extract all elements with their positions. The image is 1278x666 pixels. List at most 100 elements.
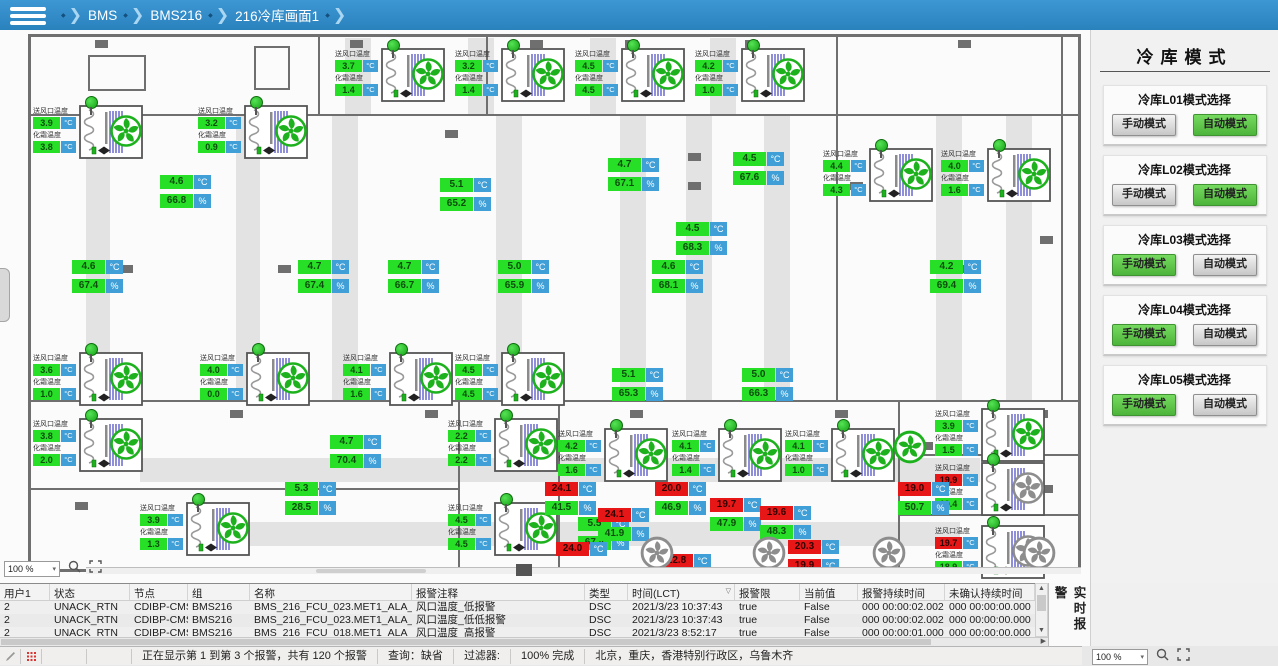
status-indicator-icon xyxy=(85,96,98,115)
alarm-row[interactable]: 2UNACK_RTNCDIBP-CMS...BMS216BMS_216_FCU_… xyxy=(0,627,1035,637)
breadcrumb-item[interactable]: BMS216 xyxy=(150,7,203,23)
pen-icon[interactable] xyxy=(0,648,21,664)
alarm-cell: False xyxy=(804,614,830,626)
alarm-cell: DSC xyxy=(589,614,612,626)
column-header[interactable]: 当前值 xyxy=(800,584,858,600)
fan-on-icon xyxy=(604,428,668,482)
map-zoom-level-select[interactable]: 100 %▾ xyxy=(4,561,60,577)
column-header[interactable]: 名称 xyxy=(250,584,412,600)
defrost-temp-label: 化霜温度 xyxy=(455,75,483,82)
table-horizontal-scrollbar[interactable]: ▶ xyxy=(0,637,1048,646)
sensor-value: 4.2 xyxy=(930,260,963,274)
supply-temp-label: 送风口温度 xyxy=(455,355,490,362)
auto-mode-button[interactable]: 自动模式 xyxy=(1193,394,1257,416)
auto-mode-button[interactable]: 自动模式 xyxy=(1193,114,1257,136)
auto-mode-button[interactable]: 自动模式 xyxy=(1193,184,1257,206)
hamburger-menu-icon[interactable] xyxy=(10,4,46,28)
manual-mode-button[interactable]: 手动模式 xyxy=(1112,324,1176,346)
realtime-alarm-tab[interactable]: 实时报警 xyxy=(1048,583,1090,646)
fan-on-icon xyxy=(501,48,565,102)
sensor-value: 4.7 xyxy=(608,158,641,172)
scrollbar-thumb[interactable] xyxy=(1,639,931,645)
alarm-cell: BMS216 xyxy=(192,627,233,637)
column-header[interactable]: 类型 xyxy=(585,584,628,600)
celsius-unit: °C xyxy=(646,368,663,382)
statusbar-spacer xyxy=(87,648,132,664)
unit-drawing xyxy=(981,462,1045,516)
corner-zoom-controls: 100 %▾ xyxy=(1092,648,1190,666)
alarm-cell: 2 xyxy=(4,601,10,613)
supply-temp-label: 送风口温度 xyxy=(695,51,730,58)
manual-mode-button[interactable]: 手动模式 xyxy=(1112,394,1176,416)
alarm-cell: CDIBP-CMS... xyxy=(134,627,188,637)
alarm-row[interactable]: 2UNACK_RTNCDIBP-CMS...BMS216BMS_216_FCU_… xyxy=(0,601,1035,614)
column-header[interactable]: 时间(LCT)▽ xyxy=(628,584,735,600)
fit-screen-icon[interactable] xyxy=(89,560,102,578)
scrollbar-thumb[interactable] xyxy=(316,569,426,573)
fit-screen-icon[interactable] xyxy=(1177,648,1190,666)
sensor-value: 4.7 xyxy=(388,260,421,274)
sort-indicator-icon: ▽ xyxy=(725,588,731,595)
status-indicator-icon xyxy=(387,39,400,58)
defrost-temp-label: 化霜温度 xyxy=(935,489,963,496)
manual-mode-button[interactable]: 手动模式 xyxy=(1112,184,1176,206)
column-header[interactable]: 组 xyxy=(188,584,250,600)
alarm-cell: CDIBP-CMS... xyxy=(134,614,188,626)
status-indicator-icon xyxy=(724,419,737,438)
sensor-value: 4.7 xyxy=(298,260,331,274)
magnifier-icon[interactable] xyxy=(68,560,81,578)
supply-temp-label: 送风口温度 xyxy=(200,355,235,362)
collapsed-panel-handle[interactable] xyxy=(0,268,10,322)
unit-drawing xyxy=(987,148,1051,202)
fan-on-icon xyxy=(741,48,805,102)
unit-drawing xyxy=(494,418,558,472)
column-header[interactable]: 未确认持续时间 xyxy=(945,584,1035,600)
percent-unit: % xyxy=(319,501,336,515)
wall xyxy=(28,114,320,116)
scroll-up-icon[interactable]: ▲ xyxy=(1038,585,1045,592)
celsius-unit: °C xyxy=(332,260,349,274)
scrollbar-knob[interactable] xyxy=(516,564,532,576)
column-header[interactable]: 报警持续时间 xyxy=(858,584,945,600)
red-dots-icon[interactable] xyxy=(21,648,42,664)
column-header[interactable]: 用户1 xyxy=(0,584,50,600)
celsius-unit: °C xyxy=(226,141,241,153)
column-header[interactable]: 报警注释 xyxy=(412,584,585,600)
manual-mode-button[interactable]: 手动模式 xyxy=(1112,114,1176,136)
alarm-row[interactable]: 2UNACK_RTNCDIBP-CMS...BMS216BMS_216_FCU_… xyxy=(0,614,1035,627)
column-header[interactable]: 节点 xyxy=(130,584,188,600)
celsius-unit: °C xyxy=(226,117,241,129)
auto-mode-button[interactable]: 自动模式 xyxy=(1193,324,1257,346)
column-header[interactable]: 状态 xyxy=(50,584,130,600)
scrollbar-thumb[interactable] xyxy=(1037,595,1046,611)
defrost-temp-value: 4.3 xyxy=(823,184,850,196)
supply-temp-label: 送风口温度 xyxy=(198,108,233,115)
unit-drawing xyxy=(718,428,782,482)
celsius-unit: °C xyxy=(61,141,76,153)
wall xyxy=(254,46,256,90)
table-vertical-scrollbar[interactable]: ▲ ▼ xyxy=(1035,583,1048,637)
scroll-down-icon[interactable]: ▼ xyxy=(1038,627,1045,634)
scroll-right-icon[interactable]: ▶ xyxy=(1040,638,1046,645)
map-horizontal-scrollbar[interactable] xyxy=(86,564,1081,576)
sensor-value: 65.9 xyxy=(498,279,531,293)
column-header[interactable]: 报警限 xyxy=(735,584,800,600)
defrost-temp-label: 化霜温度 xyxy=(935,552,963,559)
breadcrumb-item[interactable]: BMS xyxy=(88,7,118,23)
fan-on-icon xyxy=(501,352,565,406)
manual-mode-button[interactable]: 手动模式 xyxy=(1112,254,1176,276)
breadcrumb-item[interactable]: 216冷库画面1 xyxy=(235,9,320,24)
unit-drawing xyxy=(501,352,565,406)
alarm-cell: 000 00:00:00.000 xyxy=(949,601,1031,613)
panel-lower-filler xyxy=(1090,583,1278,646)
corner-zoom-level-select[interactable]: 100 %▾ xyxy=(1092,649,1148,665)
magnifier-icon[interactable] xyxy=(1156,648,1169,666)
sensor-value: 4.5 xyxy=(676,222,709,236)
auto-mode-button[interactable]: 自动模式 xyxy=(1193,254,1257,276)
defrost-temp-label: 化霜温度 xyxy=(448,529,476,536)
supply-temp-value: 2.2 xyxy=(448,430,475,442)
